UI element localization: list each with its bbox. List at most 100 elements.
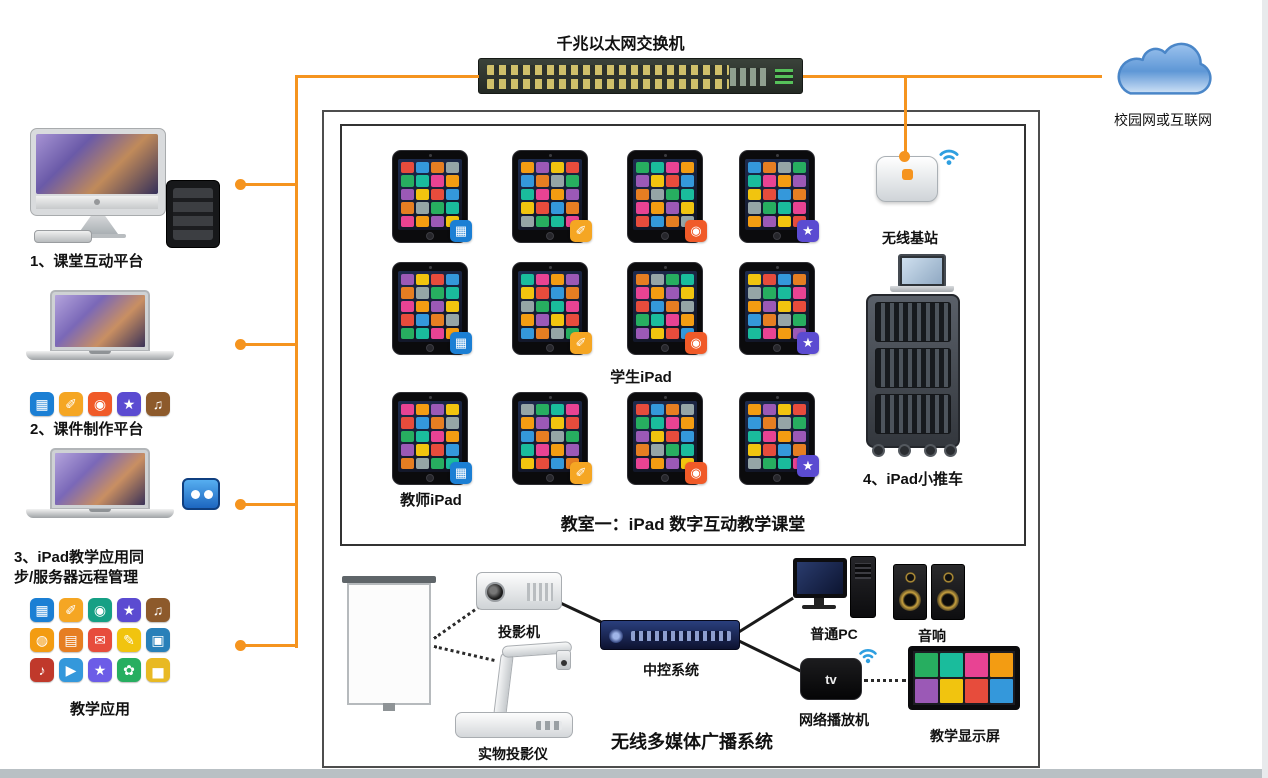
cart-shelf [875,394,951,434]
teaching-app-icon: ▦ [30,598,54,622]
ipad-screen [398,271,462,342]
teacher-ipad-label: 教师iPad [400,492,462,509]
raid-storage-tower [166,180,220,248]
student-ipad [627,392,703,485]
home-button [546,344,554,352]
trunk-line-vertical [295,75,298,648]
doc-camera-label: 实物投影仪 [478,746,548,762]
home-button [661,474,669,482]
branch-line-2 [242,343,298,346]
wifi-icon [856,644,880,669]
student-ipad [627,262,703,355]
macbook-screen [50,448,150,510]
apps-grid-label: 教学应用 [69,701,130,718]
ipad-screen [398,159,462,230]
itunes-u-app-icon: ◉ [88,392,112,416]
mac-mini [34,230,92,243]
home-button [426,344,434,352]
macbook-screen [50,290,150,352]
ipad-screen [745,271,809,342]
pc-tower [850,556,876,618]
ipad-screen [398,401,462,472]
platform2-label: 2、课件制作平台 [30,421,144,438]
student-ipad [392,262,468,355]
home-button [661,344,669,352]
cart-shelf [875,348,951,388]
document-camera [455,712,573,738]
cloud-line [803,75,1102,78]
platform3-label-line1: 3、iPad教学应用同 [14,549,145,566]
teaching-display [908,646,1020,710]
right-edge-bar [1262,0,1268,778]
teaching-app-icon: ♪ [30,658,54,682]
wireless-base-label: 无线基站 [882,230,938,246]
teaching-app-icon: ✐ [59,598,83,622]
switch-ports-row [487,65,729,75]
cart-wheel [924,444,937,457]
home-button [773,474,781,482]
switch-leds [775,69,793,84]
star-badge-icon: ★ [797,332,819,354]
keynote-badge-icon: ▦ [450,332,472,354]
switch-uplink-ports [730,68,766,86]
itunes-u-badge-icon: ◉ [685,462,707,484]
cart-wheel [944,444,957,457]
branch-line-1 [242,183,298,186]
branch-dot-1 [235,179,246,190]
student-ipad [739,392,815,485]
teaching-app-icon: ★ [88,658,112,682]
doc-camera-head [556,650,571,670]
teaching-app-icon: ◍ [30,628,54,652]
star-app-icon: ★ [117,392,141,416]
branch-dot-2 [235,339,246,350]
home-button [546,232,554,240]
platform1-label: 1、课堂互动平台 [30,253,144,270]
ipad-screen [633,401,697,472]
itunes-u-badge-icon: ◉ [685,332,707,354]
player-logo: tv [825,671,837,687]
branch-line-4 [242,644,298,647]
central-control-unit [600,620,740,650]
control-label: 中控系统 [643,662,699,678]
teaching-app-icon: ♫ [146,598,170,622]
teaching-app-icon: ▅ [146,658,170,682]
ipad-cart-label: 4、iPad小推车 [862,471,964,488]
keynote-app-icon: ▦ [30,392,54,416]
teaching-app-icon: ▶ [59,658,83,682]
garageband-app-icon: ♫ [146,392,170,416]
student-ipad [392,150,468,243]
projector-lens [485,582,505,602]
internet-cloud-icon [1096,26,1228,108]
trunk-line-horizontal [295,75,479,78]
cart-shelf [875,302,951,342]
player-label: 网络播放机 [799,712,869,728]
teaching-app-icon: ▣ [146,628,170,652]
teaching-app-icon: ▤ [59,628,83,652]
home-button [661,232,669,240]
cart-wheel [872,444,885,457]
bottom-edge-bar [0,769,1268,778]
student-ipad [739,262,815,355]
cart-laptop [898,254,946,288]
teaching-app-icon: ✉ [88,628,112,652]
keynote-badge-icon: ▦ [450,462,472,484]
platform3-label-line2: 步/服务器远程管理 [14,569,139,586]
star-badge-icon: ★ [797,455,819,477]
ipad-screen [518,159,582,230]
display-screen [913,651,1015,705]
switch-label: 千兆以太网交换机 [556,36,685,53]
projector-label: 投影机 [498,624,540,640]
student-ipad-label: 学生iPad [610,369,672,386]
star-badge-icon: ★ [797,220,819,242]
wireless-base-station [876,156,938,202]
ipad-screen [633,271,697,342]
easel-badge-icon: ✐ [570,332,592,354]
pc-monitor [793,558,847,598]
basestation-line [904,75,907,157]
ipad-screen [518,401,582,472]
itunes-u-badge-icon: ◉ [685,220,707,242]
pc-label: 普通PC [810,626,858,642]
projection-screen [347,583,431,711]
teaching-app-icon: ★ [117,598,141,622]
